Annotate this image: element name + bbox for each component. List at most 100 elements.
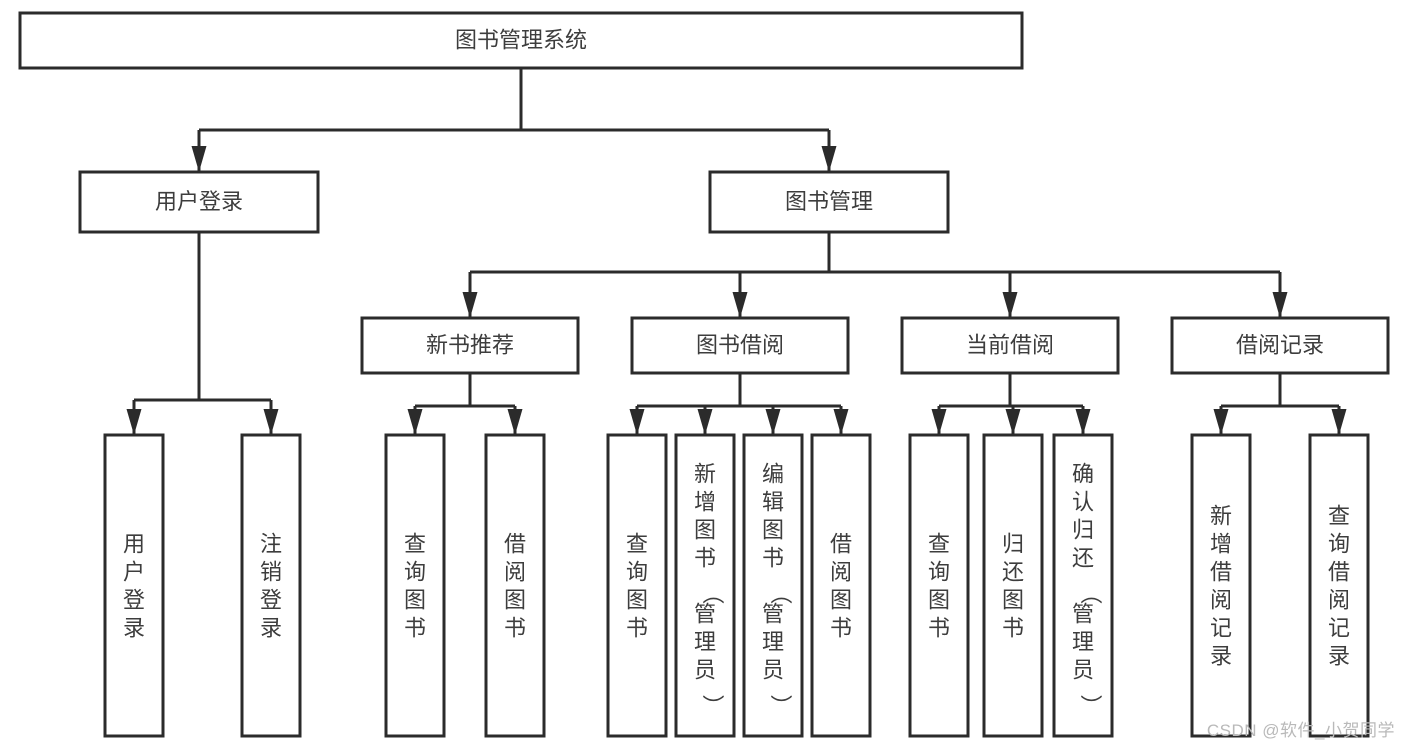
node-label-char: 书: [626, 615, 648, 640]
node-label-char: 阅: [504, 559, 526, 584]
node-book-borrow[interactable]: 图书借阅: [630, 316, 850, 375]
node-label-char: 认: [1072, 489, 1094, 514]
node-label-char: 编: [762, 461, 784, 486]
node-box: [606, 433, 668, 738]
arrow-head: [1005, 409, 1021, 435]
node-label-char: 员: [762, 657, 784, 682]
arrow-head: [462, 292, 478, 318]
node-label-char: （: [1078, 582, 1103, 604]
node-label-char: 图: [504, 587, 526, 612]
connector-layer: [126, 68, 1347, 435]
node-label-char: 阅: [1328, 587, 1350, 612]
arrow-head: [697, 409, 713, 435]
node-label: 图书管理: [785, 189, 873, 214]
node-label-char: 增: [694, 489, 716, 514]
watermark-text: CSDN @软件_小贺同学: [1206, 721, 1395, 740]
node-label-char: 登: [260, 587, 282, 612]
node-label-char: 图: [404, 587, 426, 612]
node-label-char: 理: [1072, 629, 1094, 654]
node-label-char: 管: [762, 601, 784, 626]
node-label-char: 理: [762, 629, 784, 654]
node-new-book-rec[interactable]: 新书推荐: [360, 316, 580, 375]
node-label-char: 图: [626, 587, 648, 612]
arrow-head: [126, 409, 142, 435]
node-label-char: 询: [404, 559, 426, 584]
node-label-char: 录: [1210, 643, 1232, 668]
node-borrow-record[interactable]: 借阅记录: [1170, 316, 1390, 375]
arrow-head: [1272, 292, 1288, 318]
node-label-char: 归: [1002, 531, 1024, 556]
node-label-char: 图: [694, 517, 716, 542]
node-label-char: ）: [768, 694, 793, 716]
arrow-head: [833, 409, 849, 435]
node-label-char: 新: [694, 461, 716, 486]
node-label-char: 查: [404, 531, 426, 556]
node-box: [18, 11, 1024, 70]
node-label-char: 书: [1002, 615, 1024, 640]
node-label-char: 询: [928, 559, 950, 584]
node-label-char: 录: [1328, 643, 1350, 668]
node-label-char: 用: [123, 531, 145, 556]
node-label-char: ）: [700, 694, 725, 716]
arrow-head: [1002, 292, 1018, 318]
node-label-char: 增: [1210, 531, 1232, 556]
node-label-char: 录: [260, 615, 282, 640]
node-label-char: 管: [1072, 601, 1094, 626]
node-box: [384, 433, 446, 738]
node-label-char: 借: [1328, 559, 1350, 584]
node-book-manage[interactable]: 图书管理: [708, 170, 950, 234]
node-label-char: 阅: [1210, 587, 1232, 612]
node-layer: 图书管理系统用户登录图书管理新书推荐图书借阅当前借阅借阅记录用户登录注销登录查询…: [18, 11, 1390, 738]
node-box: [708, 170, 950, 234]
node-label-char: 借: [830, 531, 852, 556]
node-label-char: 注: [260, 531, 282, 556]
node-label-char: 销: [260, 559, 282, 584]
node-box: [810, 433, 872, 738]
node-label-char: 归: [1072, 517, 1094, 542]
node-box: [78, 170, 320, 234]
node-label-char: 录: [123, 615, 145, 640]
node-label-char: 辑: [762, 489, 784, 514]
node-current-borrow[interactable]: 当前借阅: [900, 316, 1120, 375]
node-box: [630, 316, 850, 375]
node-label-char: 书: [762, 545, 784, 570]
node-box: [484, 433, 546, 738]
node-label-char: 借: [504, 531, 526, 556]
node-label-char: 登: [123, 587, 145, 612]
node-label-char: 查: [626, 531, 648, 556]
node-box: [360, 316, 580, 375]
node-box: [1170, 316, 1390, 375]
node-leaf-user-login[interactable]: 用户登录: [103, 433, 165, 738]
node-label-char: 理: [694, 629, 716, 654]
node-label-char: （: [700, 582, 725, 604]
arrow-head: [765, 409, 781, 435]
node-user-login[interactable]: 用户登录: [78, 170, 320, 234]
arrow-head: [407, 409, 423, 435]
node-label: 用户登录: [155, 189, 243, 214]
arrow-head: [1075, 409, 1091, 435]
node-label-char: 图: [762, 517, 784, 542]
node-label: 图书管理系统: [455, 27, 587, 52]
node-label-char: 图: [1002, 587, 1024, 612]
node-label-char: 询: [1328, 531, 1350, 556]
node-box: [908, 433, 970, 738]
node-root[interactable]: 图书管理系统: [18, 11, 1024, 70]
arrow-head: [821, 146, 837, 172]
node-label-char: 确: [1072, 461, 1094, 486]
node-label: 当前借阅: [966, 332, 1054, 357]
node-box: [1190, 433, 1252, 738]
